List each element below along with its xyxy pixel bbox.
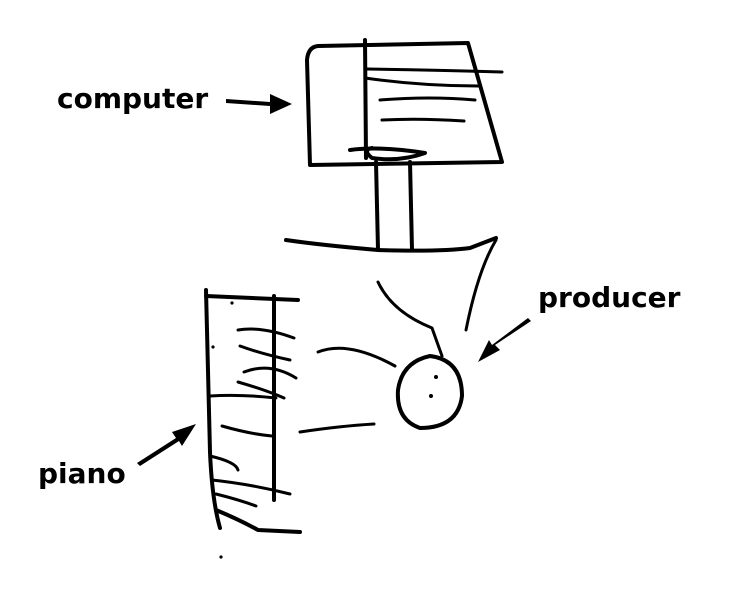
- producer-arrow: [478, 318, 531, 362]
- computer-arrow: [226, 94, 292, 114]
- piano-label: piano: [38, 457, 126, 490]
- producer-drawing: [298, 238, 498, 434]
- piano-arrow: [137, 424, 196, 466]
- piano-drawing: [204, 288, 302, 559]
- producer-label: producer: [538, 281, 681, 314]
- computer-drawing: [284, 38, 504, 253]
- computer-label: computer: [57, 82, 209, 115]
